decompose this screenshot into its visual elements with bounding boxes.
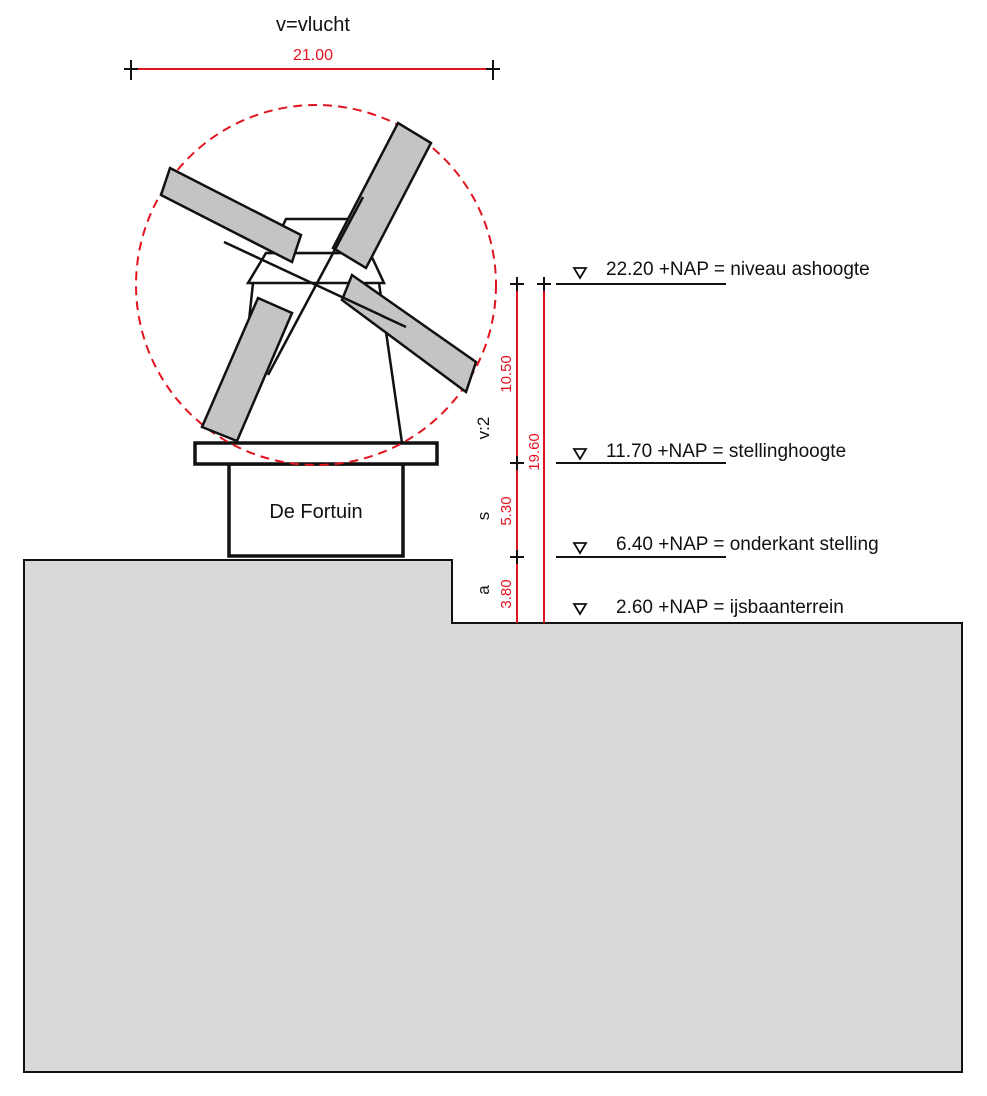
level-marker-icon xyxy=(572,448,588,461)
sail-circle xyxy=(135,104,497,466)
level-stellinghoogte: 11.70 +NAP = stellinghoogte xyxy=(556,441,846,464)
sail-lower-right xyxy=(340,273,478,395)
dim-v-letter: v:2 xyxy=(474,417,493,440)
dim-total-value: 19.60 xyxy=(526,433,543,471)
sail-upper-right xyxy=(331,121,433,270)
sail-lower-left xyxy=(200,296,294,443)
dim-a-letter: a xyxy=(474,585,493,595)
level-ashoogte: 22.20 +NAP = niveau ashoogte xyxy=(556,259,870,285)
dim-s-value: 5.30 xyxy=(498,496,515,525)
dim-a-value: 3.80 xyxy=(498,579,515,608)
level-label: 11.70 +NAP = stellinghoogte xyxy=(606,441,846,462)
terrain-block xyxy=(23,559,963,1073)
level-onderkant-stelling: 6.40 +NAP = onderkant stelling xyxy=(556,534,879,558)
dim-v-value: 10.50 xyxy=(498,355,515,393)
level-marker-icon xyxy=(572,542,588,555)
span-value: 21.00 xyxy=(293,47,333,64)
level-marker-icon xyxy=(572,267,588,280)
windmill: De Fortuin xyxy=(135,104,497,558)
level-label: 2.60 +NAP = ijsbaanterrein xyxy=(616,597,844,618)
level-label: 22.20 +NAP = niveau ashoogte xyxy=(606,259,870,280)
mill-name: De Fortuin xyxy=(269,501,362,523)
level-ijsbaanterrein: 2.60 +NAP = ijsbaanterrein xyxy=(572,597,844,618)
level-marker-icon xyxy=(572,603,588,616)
span-title: v=vlucht xyxy=(276,14,350,36)
dim-s-letter: s xyxy=(474,512,493,521)
dimension-chain: v:2 10.50 19.60 s 5.30 a 3.80 xyxy=(474,277,551,623)
mill-base xyxy=(227,462,405,558)
mill-gallery xyxy=(193,441,439,466)
level-label: 6.40 +NAP = onderkant stelling xyxy=(616,534,879,555)
sail-stock-2 xyxy=(266,196,365,376)
sail-upper-left xyxy=(159,166,303,264)
span-dimension: v=vlucht 21.00 xyxy=(124,14,500,80)
